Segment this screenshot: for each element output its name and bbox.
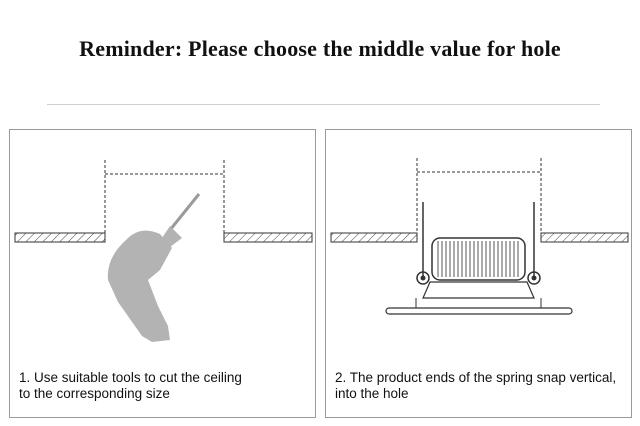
ceiling-right xyxy=(223,232,313,243)
downlight-icon xyxy=(385,202,573,315)
step-1-panel: 1. Use suitable tools to cut the ceiling… xyxy=(9,129,316,418)
step-2-panel: 2. The product ends of the spring snap v… xyxy=(325,129,632,418)
step-2-caption: 2. The product ends of the spring snap v… xyxy=(335,370,630,402)
divider xyxy=(47,104,600,105)
step-2-caption-line2: into the hole xyxy=(335,386,409,401)
step-2-illustration xyxy=(330,158,629,315)
hole-outline xyxy=(104,160,225,233)
ceiling-right xyxy=(540,232,629,243)
ceiling-left xyxy=(14,232,106,243)
step-1-illustration xyxy=(14,160,313,342)
step-1-caption: 1. Use suitable tools to cut the ceiling… xyxy=(19,370,314,402)
page-title: Reminder: Please choose the middle value… xyxy=(79,36,561,61)
step-1-caption-line2: to the corresponding size xyxy=(19,386,170,401)
hole-outline xyxy=(416,158,542,233)
step-2-caption-line1: 2. The product ends of the spring snap v… xyxy=(335,370,617,385)
step-1-caption-line1: 1. Use suitable tools to cut the ceiling xyxy=(19,370,242,385)
ceiling-left xyxy=(330,232,418,243)
drill-icon xyxy=(107,193,201,342)
